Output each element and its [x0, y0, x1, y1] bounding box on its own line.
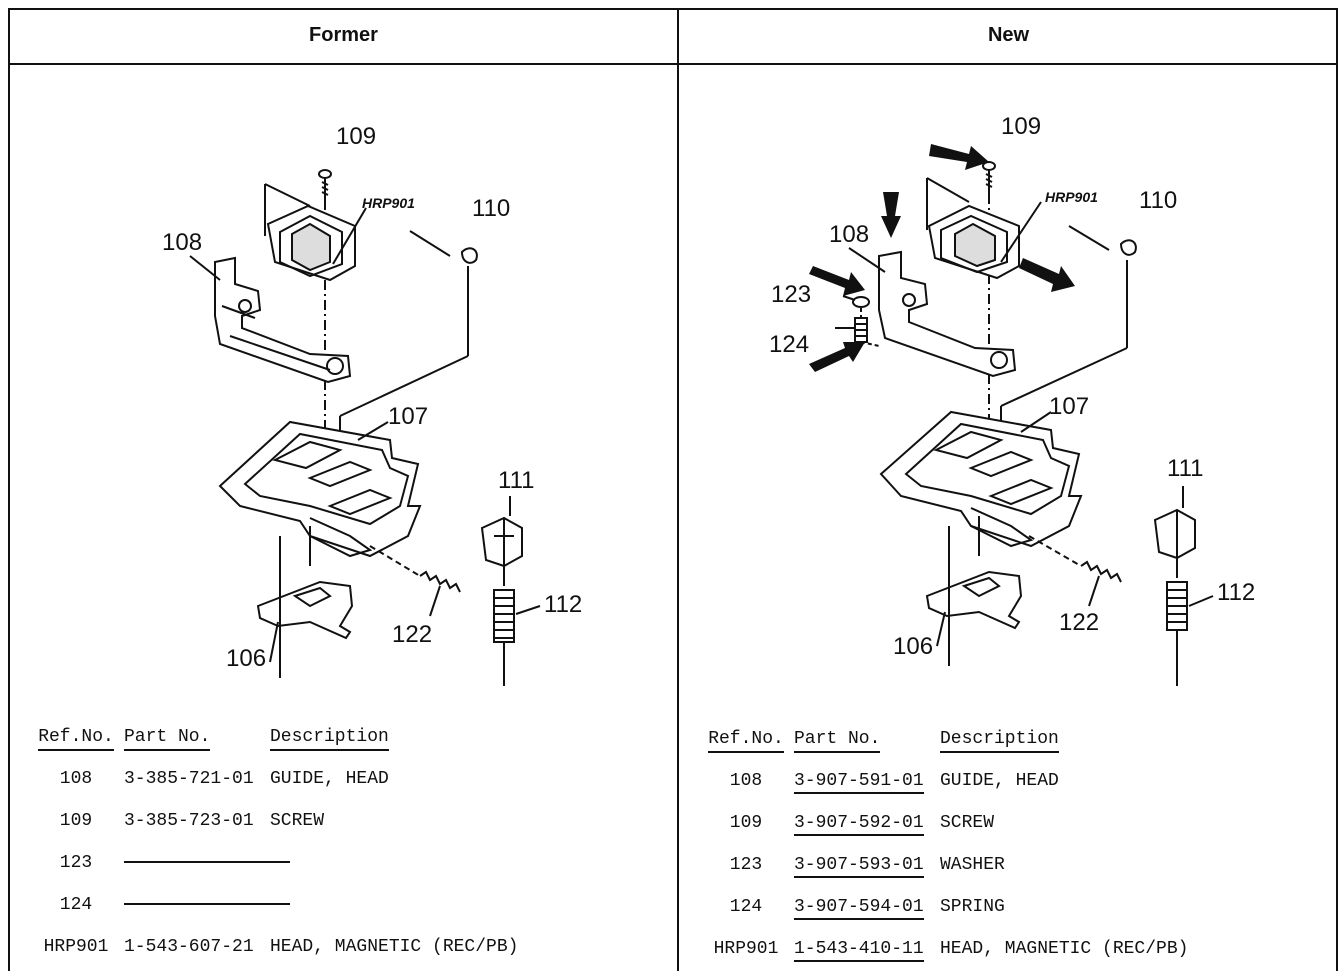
bracket-106-part [256, 526, 354, 678]
ref-cell: 108 [59, 769, 93, 789]
new-exploded-diagram: 109 HRP901 110 108 123 124 107 111 112 1… [769, 113, 1255, 686]
table-row: HRP901 1-543-410-11 HEAD, MAGNETIC (REC/… [698, 928, 1240, 970]
ref-cell: HRP901 [713, 939, 779, 959]
part-cell: 3-907-594-01 [794, 897, 924, 920]
magnetic-head-part [264, 183, 356, 282]
callout-108: 108 [162, 229, 202, 256]
ref-cell: 108 [729, 771, 763, 791]
desc-cell: GUIDE, HEAD [940, 771, 1059, 791]
no-part-line [124, 884, 570, 926]
table-row: 108 3-907-591-01 GUIDE, HEAD [698, 760, 1240, 802]
chassis-107-part [879, 410, 1083, 548]
part-cell: 3-907-591-01 [794, 771, 924, 794]
table-row: 109 3-385-723-01 SCREW [28, 800, 570, 842]
desc-cell: WASHER [940, 855, 1005, 875]
bracket-106-part [925, 516, 1023, 666]
washer-123-part [842, 295, 870, 308]
callout-106: 106 [893, 633, 933, 660]
new-parts-table: Ref.No. Part No. Description 108 3-907-5… [698, 718, 1240, 970]
callout-109: 109 [336, 123, 376, 150]
table-row: HRP901 1-543-607-21 HEAD, MAGNETIC (REC/… [28, 926, 570, 968]
part-no-header: Part No. [124, 727, 211, 751]
ref-cell: 109 [59, 811, 93, 831]
desc-cell: HEAD, MAGNETIC (REC/PB) [270, 937, 519, 957]
callout-112: 112 [544, 591, 582, 618]
part-cell: 1-543-410-11 [794, 939, 924, 962]
former-exploded-diagram: 109 HRP901 110 108 107 111 112 122 106 [162, 123, 582, 686]
table-row: 109 3-907-592-01 SCREW [698, 802, 1240, 844]
callout-106: 106 [226, 645, 266, 672]
part-cell: 3-385-723-01 [124, 811, 254, 831]
desc-cell: GUIDE, HEAD [270, 769, 389, 789]
callout-123: 123 [771, 281, 811, 308]
screw-109-part [982, 161, 996, 194]
ref-no-header: Ref.No. [708, 729, 784, 753]
table-row: 123 [28, 842, 570, 884]
table-row: 124 3-907-594-01 SPRING [698, 886, 1240, 928]
screw-109-part [318, 169, 332, 200]
ref-no-header: Ref.No. [38, 727, 114, 751]
part-cell: 1-543-607-21 [124, 937, 254, 957]
knob-111-part [1153, 486, 1196, 578]
desc-cell: SCREW [940, 813, 995, 833]
callout-111: 111 [498, 467, 534, 494]
desc-cell: SPRING [940, 897, 1005, 917]
callout-124: 124 [769, 331, 809, 358]
header-rule [10, 63, 1336, 65]
ref-cell: 109 [729, 813, 763, 833]
callout-110: 110 [472, 195, 510, 222]
table-row: 123 3-907-593-01 WASHER [698, 844, 1240, 886]
description-header: Description [270, 727, 389, 751]
spring-112-part [1166, 581, 1214, 686]
callout-hrp901: HRP901 [362, 195, 415, 211]
callout-108: 108 [829, 221, 869, 248]
guide-108-part [848, 247, 1017, 378]
table-row: 124 [28, 884, 570, 926]
desc-cell: HEAD, MAGNETIC (REC/PB) [940, 939, 1189, 959]
spring-122-part [1028, 535, 1122, 607]
no-part-line [124, 842, 570, 884]
guide-108-part [189, 255, 352, 384]
callout-122: 122 [1059, 609, 1099, 636]
new-column-title: New [987, 24, 1030, 46]
part-cell: 3-907-592-01 [794, 813, 924, 836]
chassis-107-part [218, 420, 422, 558]
part-cell: 3-385-721-01 [124, 769, 254, 789]
callout-112: 112 [1217, 579, 1255, 606]
callout-110: 110 [1139, 187, 1177, 214]
callout-111: 111 [1167, 455, 1203, 482]
callout-107: 107 [1049, 393, 1089, 420]
former-column-title: Former [309, 24, 378, 46]
spring-124-part [835, 308, 880, 347]
ref-cell: 123 [729, 855, 763, 875]
callout-109: 109 [1001, 113, 1041, 140]
knob-111-part [480, 496, 523, 586]
table-row: 108 3-385-721-01 GUIDE, HEAD [28, 758, 570, 800]
former-parts-table: Ref.No. Part No. Description 108 3-385-7… [28, 716, 570, 968]
change-arrows [809, 144, 1075, 372]
part-no-header: Part No. [794, 729, 881, 753]
ref-cell: 124 [729, 897, 763, 917]
callout-107: 107 [388, 403, 428, 430]
ref-cell: 124 [59, 895, 93, 915]
spring-122-part [369, 545, 461, 617]
description-header: Description [940, 729, 1059, 753]
magnetic-head-part [926, 177, 1020, 280]
desc-cell: SCREW [270, 811, 325, 831]
comparison-sheet: Former New [8, 8, 1338, 971]
spring-112-part [493, 589, 541, 686]
callout-hrp901: HRP901 [1045, 189, 1098, 205]
ref-cell: HRP901 [43, 937, 109, 957]
table-header-row: Ref.No. Part No. Description [698, 718, 1240, 760]
table-header-row: Ref.No. Part No. Description [28, 716, 570, 758]
ref-cell: 123 [59, 853, 93, 873]
part-cell: 3-907-593-01 [794, 855, 924, 878]
column-divider [677, 10, 679, 971]
callout-122: 122 [392, 621, 432, 648]
